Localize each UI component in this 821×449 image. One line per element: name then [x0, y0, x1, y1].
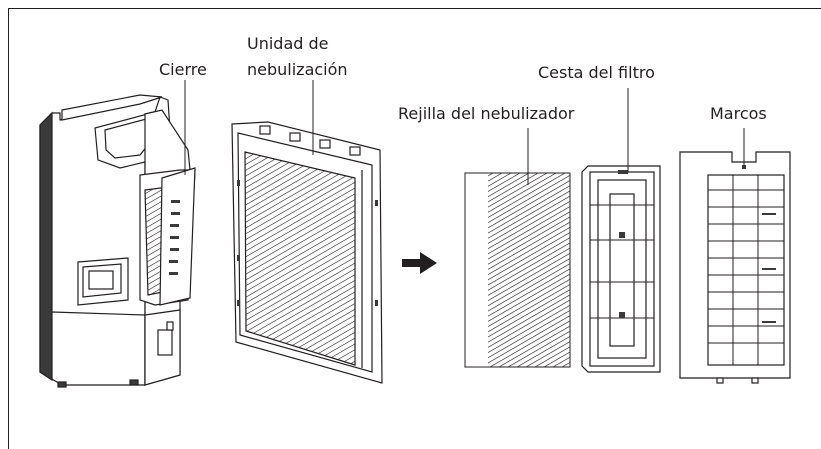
nebulizer-grille	[464, 172, 571, 368]
frames-panel	[679, 151, 791, 384]
misting-unit	[231, 121, 383, 384]
label-marcos: Marcos	[710, 104, 767, 123]
label-unidad-line1: Unidad de	[247, 34, 329, 53]
right-arrow-icon	[402, 252, 437, 274]
label-cierre: Cierre	[159, 60, 207, 79]
label-unidad-line2: nebulización	[247, 60, 348, 79]
diagram-frame	[8, 8, 821, 449]
humidifier-device	[39, 94, 196, 388]
label-rejilla: Rejilla del nebulizador	[398, 104, 575, 123]
filter-basket	[581, 165, 661, 373]
label-cesta: Cesta del filtro	[538, 63, 655, 82]
